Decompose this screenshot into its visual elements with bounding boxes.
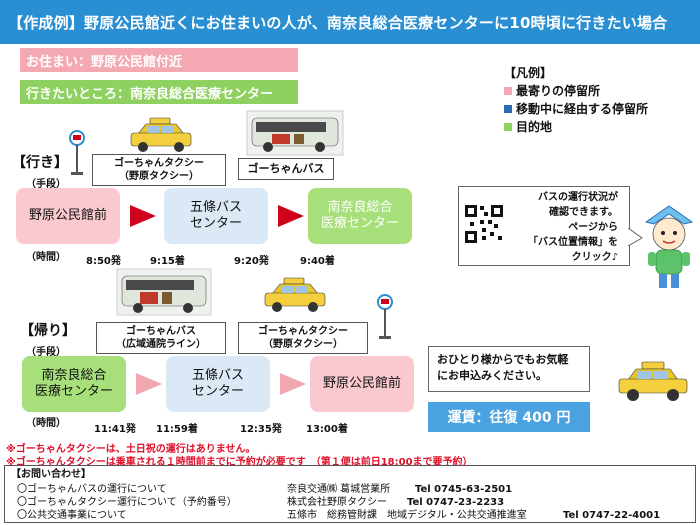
home-tag: お住まい：野原公民館付近	[20, 48, 298, 72]
legend-title: 【凡例】	[504, 66, 553, 80]
outbound-time-label: （時間）	[26, 252, 66, 263]
mascot-character-icon	[644, 205, 694, 288]
legend-item: 移動中に経由する停留所	[504, 100, 648, 118]
inbound-taxi-tag: ゴーちゃんタクシー （野原タクシー）	[238, 322, 368, 354]
legend-swatch	[504, 105, 512, 113]
outbound-means-label: （手段）	[26, 179, 66, 190]
page-title: 【作成例】野原公民館近くにお住まいの人が、南奈良総合医療センターに10時頃に行き…	[0, 0, 700, 44]
bus-icon	[116, 268, 212, 316]
inbound-label: 【帰り】	[20, 323, 76, 339]
inbound-stop-destination: 野原公民館前	[310, 356, 414, 412]
bus-location-info-bubble	[458, 186, 630, 266]
inbound-means-label: （手段）	[26, 347, 66, 358]
inbound-stop-origin: 南奈良総合 医療センター	[22, 356, 126, 412]
legend-swatch	[504, 87, 512, 95]
inbound-bus-tag: ゴーちゃんバス （広域通院ライン）	[96, 322, 226, 354]
destination-tag: 行きたいところ：南奈良総合医療センター	[20, 80, 298, 104]
qr-code-icon[interactable]	[464, 204, 504, 244]
taxi-icon	[264, 277, 326, 312]
route-arrow	[280, 373, 306, 395]
inbound-depart-time: 12:35発	[240, 424, 282, 435]
bus-location-text: バスの運行状況が 確認できます。 ページから 「バス位置情報」を クリック♪	[528, 192, 618, 263]
warning-text: ※ゴーちゃんタクシーは、土日祝の運行はありません。	[6, 444, 256, 455]
inbound-stop-transfer: 五條バス センター	[166, 356, 270, 412]
contact-tel[interactable]: Tel 0745-63-2501	[415, 484, 513, 495]
contact-subject: 〇ゴーちゃんタクシー運行について（予約番号）	[17, 497, 237, 508]
inbound-depart-time: 11:41発	[94, 424, 136, 435]
outbound-arrive-time: 9:40着	[300, 256, 335, 267]
contact-org: 奈良交通㈱ 葛城営業所	[287, 484, 391, 495]
outbound-stop-destination: 南奈良総合 医療センター	[308, 188, 412, 244]
inbound-arrive-time: 11:59着	[156, 424, 198, 435]
outbound-bus-tag: ゴーちゃんバス	[238, 158, 334, 180]
route-arrow	[278, 205, 304, 227]
contact-tel[interactable]: Tel 0747-22-4001	[563, 510, 661, 521]
bubble-pointer	[628, 228, 643, 247]
inbound-arrive-time: 13:00着	[306, 424, 348, 435]
legend-item: 目的地	[504, 118, 648, 136]
contact-org: 株式会社野原タクシー	[287, 497, 387, 508]
outbound-taxi-tag: ゴーちゃんタクシー （野原タクシー）	[92, 154, 226, 186]
contact-tel[interactable]: Tel 0747-23-2233	[407, 497, 505, 508]
outbound-depart-time: 9:20発	[234, 256, 269, 267]
contact-subject: 〇公共交通事業について	[17, 510, 127, 521]
contact-org: 五條市 総務管財課 地域デジタル・公共交通推進室	[287, 510, 527, 521]
taxi-icon	[130, 117, 192, 152]
fare-badge: 運賃：往復 400 円	[428, 402, 590, 432]
legend: 【凡例】 最寄りの停留所 移動中に経由する停留所 目的地	[504, 64, 648, 136]
outbound-depart-time: 8:50発	[86, 256, 121, 267]
outbound-arrive-time: 9:15着	[150, 256, 185, 267]
contact-title: 【お問い合わせ】	[11, 469, 91, 480]
bus-stop-icon	[69, 130, 85, 175]
reservation-note: おひとり様からでもお気軽 にお申込みください。	[428, 346, 590, 392]
route-arrow	[130, 205, 156, 227]
bus-icon	[246, 110, 344, 156]
warning-text: ※ゴーちゃんタクシーは乗車される１時間前までに予約が必要です （第１便は前日18…	[6, 457, 473, 468]
taxi-icon	[618, 361, 688, 401]
outbound-stop-origin: 野原公民館前	[16, 188, 120, 244]
outbound-stop-transfer: 五條バス センター	[164, 188, 268, 244]
outbound-label: 【行き】	[12, 155, 68, 171]
inbound-time-label: （時間）	[26, 418, 66, 429]
legend-item: 最寄りの停留所	[504, 82, 648, 100]
legend-swatch	[504, 123, 512, 131]
contact-box: 【お問い合わせ】 〇ゴーちゃんバスの運行について 奈良交通㈱ 葛城営業所 Tel…	[4, 465, 696, 523]
route-arrow	[136, 373, 162, 395]
contact-subject: 〇ゴーちゃんバスの運行について	[17, 484, 167, 495]
bus-stop-icon	[377, 294, 393, 339]
